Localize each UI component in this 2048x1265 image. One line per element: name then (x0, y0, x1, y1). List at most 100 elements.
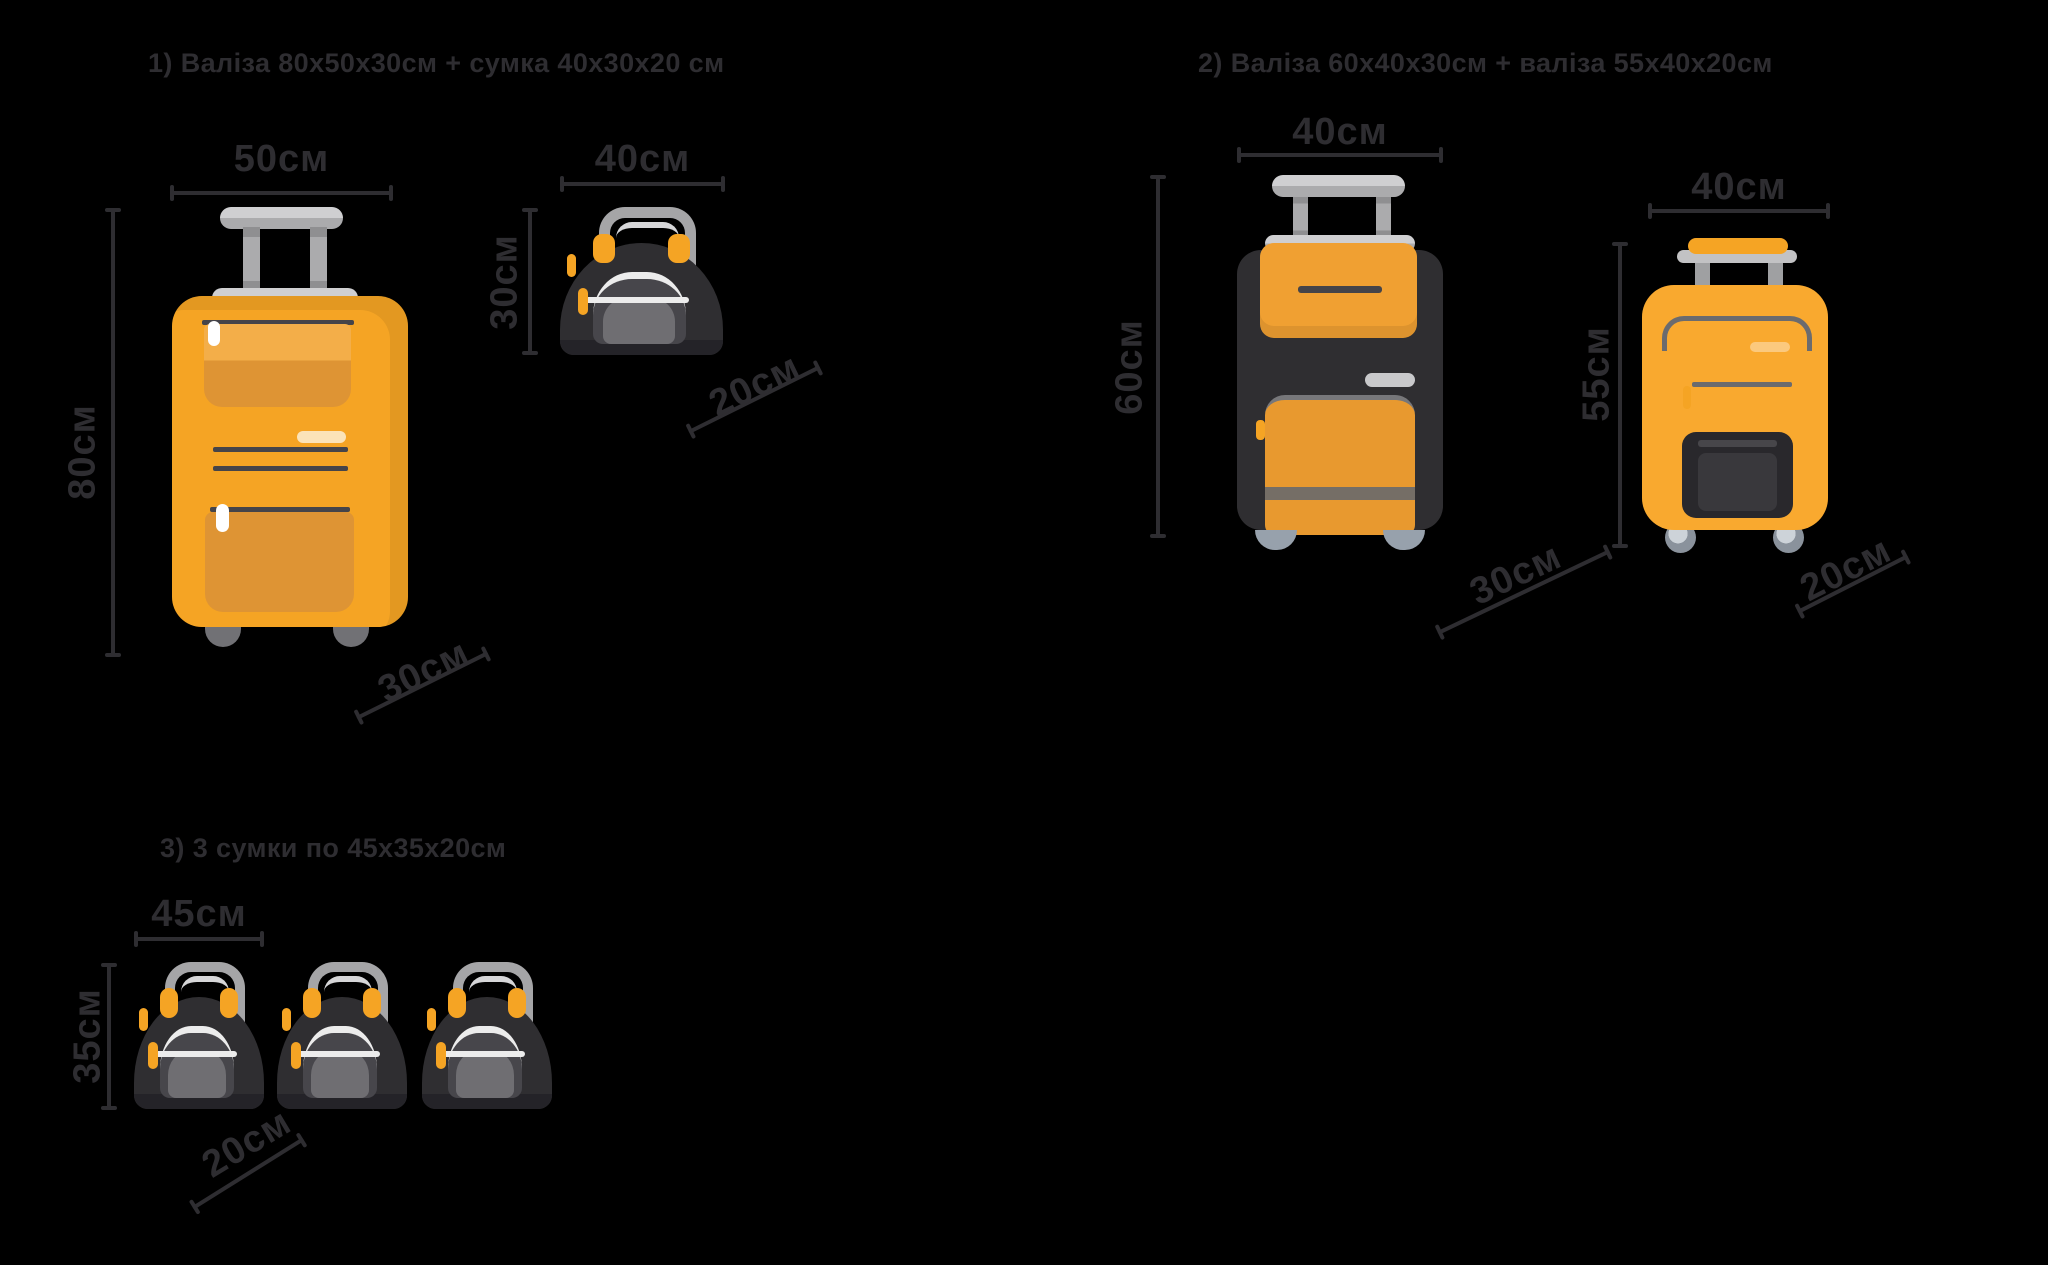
s2-suitcase2-width-label: 40см (1691, 166, 1787, 208)
s2-suitcase1-height-label: 60см (1108, 319, 1151, 415)
suitcase-wheel-left (1255, 530, 1297, 550)
bag-handle-anchor-right (219, 988, 238, 1018)
bag-handle-anchor-right (507, 988, 526, 1018)
bag-handle-anchor-left (160, 988, 179, 1018)
bag-bottom-strip (134, 1094, 264, 1109)
suitcase-handle-post-right (1376, 197, 1391, 237)
suitcase-pocket-inner (1698, 453, 1777, 511)
s3-bag-width-line (134, 931, 264, 947)
s3-bag-width-label: 45см (151, 893, 247, 935)
s1-bag-depth-label: 20см (702, 345, 807, 426)
duffel-bag-3 (277, 962, 407, 1109)
section3-title: 3) 3 сумки по 45x35x20см (160, 833, 507, 863)
bag-zip-pull-bottom (291, 1041, 302, 1069)
bag-zip-line (150, 1050, 237, 1057)
suitcase-zip-line (1692, 382, 1792, 387)
suitcase-zip-pull (1256, 420, 1265, 440)
bag-pocket-inner (456, 1051, 514, 1098)
s1-suitcase-width-line (170, 185, 393, 201)
bag-body (277, 997, 407, 1109)
bag-pocket (592, 271, 686, 344)
s1-suitcase-height-line (105, 208, 121, 657)
suitcase-zipper-pull-bottom (216, 504, 229, 532)
bag-zip-pull-top (282, 1008, 292, 1032)
s1-bag-width-line (560, 176, 725, 192)
s2-suitcase1-depth-label: 30см (1463, 535, 1568, 614)
suitcase-handle-grip (1688, 238, 1788, 254)
bag-zip-line (581, 296, 689, 303)
bag-handle-anchor-left (448, 988, 467, 1018)
suitcase-handle-post-right (1768, 263, 1783, 289)
bag-zip-pull-top (139, 1008, 149, 1032)
s3-bag-height-line (101, 963, 117, 1110)
suitcase-bottom-pocket (1265, 395, 1415, 535)
suitcase-dark-large (1237, 173, 1447, 553)
bag-zip-pull-top (427, 1008, 437, 1032)
bag-pocket (303, 1026, 378, 1098)
suitcase-front-pocket (1682, 432, 1793, 518)
suitcase-yellow-small (1642, 236, 1832, 558)
s1-bag-width-label: 40см (594, 138, 691, 180)
s2-suitcase2-height-line (1612, 242, 1628, 548)
suitcase-wheel-left (205, 627, 241, 647)
s1-bag-height-label: 30см (483, 234, 526, 330)
bag-bottom-strip (560, 340, 723, 355)
bag-bottom-strip (422, 1094, 552, 1109)
suitcase-handle-top (1272, 175, 1405, 197)
s2-suitcase1-width-label: 40см (1292, 111, 1388, 153)
suitcase-wheel-right (1383, 530, 1425, 550)
suitcase-wheel-right (333, 627, 369, 647)
s2-suitcase1-width-line (1237, 147, 1443, 163)
section2-title: 2) Валіза 60x40x30см + валіза 55x40x20см (1198, 48, 1773, 78)
bag-handle-anchor-right (362, 988, 381, 1018)
suitcase-orange-large (170, 205, 410, 647)
suitcase-pocket-dash (1298, 286, 1382, 293)
bag-body (422, 997, 552, 1109)
suitcase-handle-post-left (1695, 263, 1710, 289)
bag-zip-pull-bottom (577, 287, 588, 315)
suitcase-side-handle (1365, 373, 1415, 387)
suitcase-handle-post-left (1293, 197, 1308, 237)
s2-suitcase2-width-line (1648, 203, 1830, 219)
suitcase-cream-dash (297, 431, 346, 443)
suitcase-handle-post-left (243, 227, 260, 291)
section1-title: 1) Валіза 80x50x30см + сумка 40x30x20 см (148, 48, 725, 78)
bag-zip-line (438, 1050, 525, 1057)
suitcase-light-dash (1750, 342, 1790, 352)
suitcase-handle-post-right (310, 227, 327, 291)
suitcase-top-pocket (1260, 243, 1417, 338)
s1-suitcase-width-label: 50см (233, 138, 330, 180)
duffel-bag-4 (422, 962, 552, 1109)
suitcase-pocket-dash (1698, 440, 1777, 447)
bag-bottom-strip (277, 1094, 407, 1109)
suitcase-bottom-pocket (205, 512, 354, 612)
suitcase-handle-top (220, 207, 343, 229)
suitcase-pocket-curve (1662, 316, 1812, 351)
bag-pocket-inner (168, 1051, 226, 1098)
bag-zip-pull-top (566, 253, 576, 277)
s1-suitcase-height-label: 80см (61, 404, 104, 500)
suitcase-bottom-zip-line (210, 507, 350, 512)
suitcase-zip-pull (1683, 386, 1691, 409)
bag-handle-anchor-right (667, 233, 691, 264)
bag-pocket-inner (311, 1051, 369, 1098)
bag-zip-line (293, 1050, 380, 1057)
bag-pocket (160, 1026, 235, 1098)
s2-suitcase1-height-line (1150, 175, 1166, 538)
duffel-bag-2 (134, 962, 264, 1109)
bag-zip-pull-bottom (148, 1041, 159, 1069)
s2-suitcase2-height-label: 55см (1575, 326, 1618, 422)
bag-zip-pull-bottom (436, 1041, 447, 1069)
suitcase-stripe-1 (213, 447, 348, 452)
suitcase-zipper-pull-top (208, 321, 220, 346)
suitcase-body (172, 296, 408, 627)
bag-handle-anchor-left (592, 233, 616, 264)
bag-handle-anchor-left (303, 988, 322, 1018)
s3-bag-height-label: 35см (66, 988, 109, 1084)
suitcase-stripe-2 (213, 466, 348, 471)
suitcase-pocket-stripe (1265, 487, 1415, 500)
bag-pocket (448, 1026, 523, 1098)
suitcase-top-pocket (204, 324, 351, 407)
suitcase-pocket-zip-line (202, 320, 354, 325)
